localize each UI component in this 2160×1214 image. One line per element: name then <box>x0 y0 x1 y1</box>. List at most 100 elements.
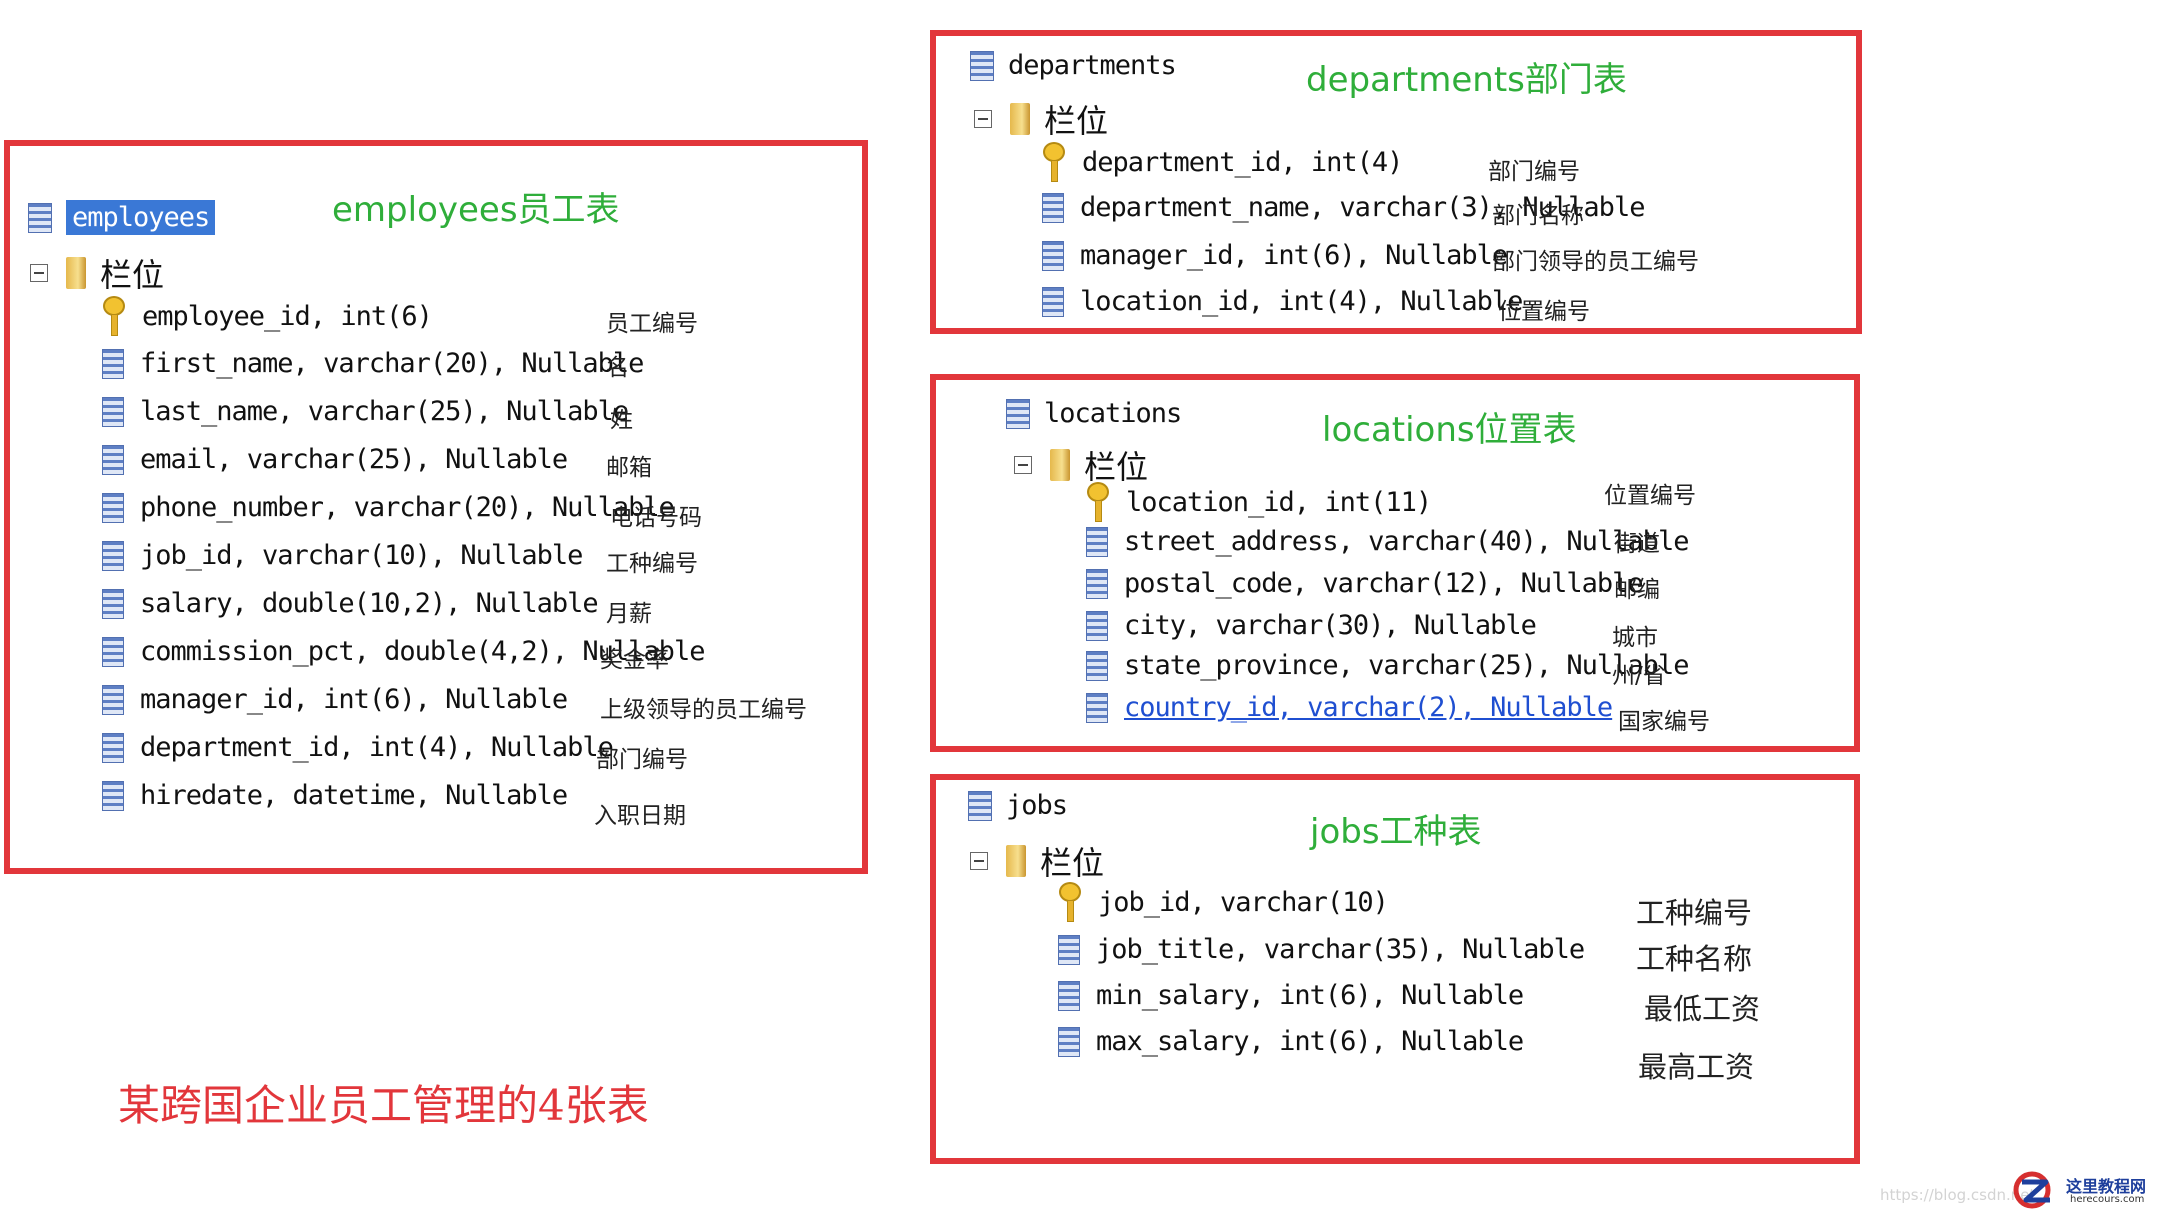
column-name: manager_id, int(6), Nullable <box>1080 240 1508 271</box>
column-row[interactable]: employee_id, int(6) <box>102 296 433 336</box>
column-row[interactable]: min_salary, int(6), Nullable <box>1058 980 1524 1011</box>
column-label: 城市 <box>1612 625 1658 651</box>
table-icon <box>968 790 992 821</box>
column-name-link[interactable]: country_id, varchar(2), Nullable <box>1124 692 1613 723</box>
column-row[interactable]: email, varchar(25), Nullable <box>102 444 568 475</box>
column-label: 部门编号 <box>596 747 688 773</box>
employees-table-name[interactable]: employees <box>66 200 216 235</box>
column-row[interactable]: salary, double(10,2), Nullable <box>102 588 599 619</box>
column-row[interactable]: department_id, int(4), Nullable <box>102 732 614 763</box>
column-row[interactable]: department_id, int(4) <box>1042 142 1403 182</box>
folder-label: 栏位 <box>100 256 165 294</box>
column-row[interactable]: country_id, varchar(2), Nullable <box>1086 692 1613 723</box>
folder-icon <box>1010 103 1030 135</box>
column-row[interactable]: phone_number, varchar(20), Nullable <box>102 492 675 523</box>
column-icon <box>1086 650 1108 681</box>
figure-caption: 某跨国企业员工管理的4张表 <box>118 1081 649 1130</box>
logo-text: 这里教程网 <box>2066 1177 2147 1196</box>
column-row[interactable]: hiredate, datetime, Nullable <box>102 780 568 811</box>
table-icon <box>1006 398 1030 429</box>
primary-key-icon <box>1042 142 1066 182</box>
locations-table-name[interactable]: locations <box>1044 398 1182 429</box>
jobs-columns-folder[interactable]: 栏位 <box>970 838 1104 884</box>
column-row[interactable]: location_id, int(11) <box>1086 482 1432 522</box>
column-row[interactable]: city, varchar(30), Nullable <box>1086 610 1537 641</box>
column-row[interactable]: state_province, varchar(25), Nullable <box>1086 650 1689 681</box>
column-icon <box>102 588 124 619</box>
primary-key-icon <box>1086 482 1110 522</box>
column-row[interactable]: location_id, int(4), Nullable <box>1042 286 1523 317</box>
column-icon <box>102 396 124 427</box>
column-label: 姓 <box>610 407 633 433</box>
column-row[interactable]: job_id, varchar(10) <box>1058 882 1389 922</box>
column-row[interactable]: max_salary, int(6), Nullable <box>1058 1026 1524 1057</box>
departments-table-node[interactable]: departments <box>970 50 1177 81</box>
column-row[interactable]: last_name, varchar(25), Nullable <box>102 396 629 427</box>
locations-table-node[interactable]: locations <box>1006 398 1182 429</box>
folder-icon <box>1006 845 1026 877</box>
departments-table-name[interactable]: departments <box>1008 50 1177 81</box>
table-icon <box>970 50 994 81</box>
column-label: 位置编号 <box>1498 299 1590 325</box>
column-name: employee_id, int(6) <box>142 300 433 332</box>
jobs-table-node[interactable]: jobs <box>968 790 1068 821</box>
column-name: first_name, varchar(20), Nullable <box>140 348 644 379</box>
departments-title: departments部门表 <box>1306 60 1627 100</box>
column-name: street_address, varchar(40), Nullable <box>1124 526 1689 557</box>
employees-panel: employees员工表 employees 栏位 employee_id, i… <box>4 140 868 874</box>
column-row[interactable]: manager_id, int(6), Nullable <box>102 684 568 715</box>
logo-icon <box>2013 1171 2051 1209</box>
column-label: 邮编 <box>1614 577 1660 603</box>
departments-columns-folder[interactable]: 栏位 <box>974 96 1108 142</box>
column-icon <box>1042 192 1064 223</box>
column-label: 员工编号 <box>606 311 698 337</box>
column-name: min_salary, int(6), Nullable <box>1096 980 1524 1011</box>
column-name: department_id, int(4), Nullable <box>140 732 614 763</box>
column-label: 部门名称 <box>1492 203 1584 229</box>
collapse-icon[interactable] <box>1014 456 1032 474</box>
column-row[interactable]: postal_code, varchar(12), Nullable <box>1086 568 1644 599</box>
employees-columns-folder[interactable]: 栏位 <box>30 250 164 296</box>
column-icon <box>1058 1026 1080 1057</box>
column-row[interactable]: job_id, varchar(10), Nullable <box>102 540 583 571</box>
column-label: 邮箱 <box>606 455 652 481</box>
employees-table-node[interactable]: employees <box>28 200 216 235</box>
column-name: location_id, int(4), Nullable <box>1080 286 1523 317</box>
column-row[interactable]: first_name, varchar(20), Nullable <box>102 348 644 379</box>
column-row[interactable]: commission_pct, double(4,2), Nullable <box>102 636 705 667</box>
primary-key-icon <box>102 296 126 336</box>
column-name: job_id, varchar(10) <box>1098 886 1389 918</box>
column-icon <box>1042 240 1064 271</box>
site-logo: 这里教程网 herecours.com <box>2012 1168 2158 1212</box>
column-icon <box>102 492 124 523</box>
column-icon <box>102 732 124 763</box>
column-row[interactable]: job_title, varchar(35), Nullable <box>1058 934 1585 965</box>
jobs-panel: jobs工种表 jobs 栏位 job_id, varchar(10) job_… <box>930 774 1860 1164</box>
column-icon <box>102 348 124 379</box>
column-name: state_province, varchar(25), Nullable <box>1124 650 1689 681</box>
column-row[interactable]: manager_id, int(6), Nullable <box>1042 240 1508 271</box>
folder-label: 栏位 <box>1044 102 1109 140</box>
column-name: postal_code, varchar(12), Nullable <box>1124 568 1644 599</box>
folder-label: 栏位 <box>1084 448 1149 486</box>
column-icon <box>102 684 124 715</box>
column-name: job_id, varchar(10), Nullable <box>140 540 583 571</box>
column-label: 最高工资 <box>1638 1050 1755 1084</box>
column-name: max_salary, int(6), Nullable <box>1096 1026 1524 1057</box>
column-row[interactable]: department_name, varchar(3), Nullable <box>1042 192 1645 223</box>
jobs-table-name[interactable]: jobs <box>1006 790 1068 821</box>
column-name: job_title, varchar(35), Nullable <box>1096 934 1585 965</box>
locations-title: locations位置表 <box>1322 410 1577 450</box>
column-name: department_name, varchar(3), Nullable <box>1080 192 1645 223</box>
collapse-icon[interactable] <box>970 852 988 870</box>
column-label: 最低工资 <box>1644 992 1761 1026</box>
column-row[interactable]: street_address, varchar(40), Nullable <box>1086 526 1689 557</box>
column-label: 上级领导的员工编号 <box>600 697 807 723</box>
collapse-icon[interactable] <box>974 110 992 128</box>
column-label: 部门编号 <box>1488 159 1580 185</box>
column-label: 工种编号 <box>606 551 698 577</box>
locations-columns-folder[interactable]: 栏位 <box>1014 442 1148 488</box>
column-name: last_name, varchar(25), Nullable <box>140 396 629 427</box>
column-icon <box>1086 568 1108 599</box>
collapse-icon[interactable] <box>30 264 48 282</box>
